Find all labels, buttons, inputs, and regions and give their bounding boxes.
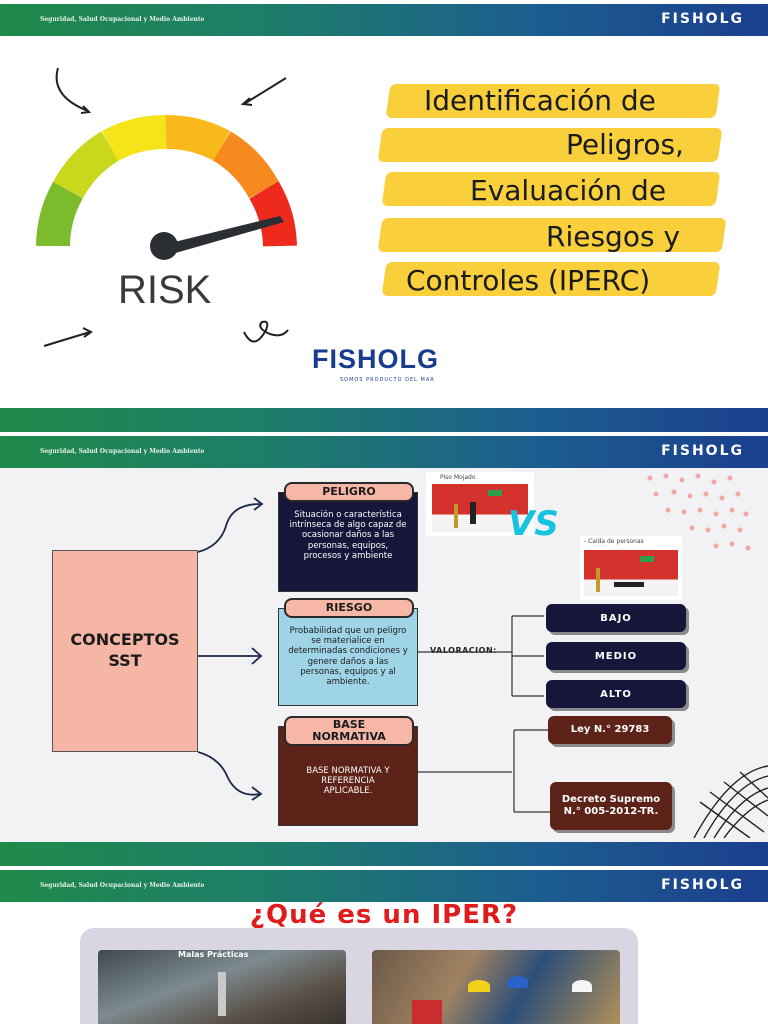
- company-logo-tagline: SOMOS PRODUCTO DEL MAR: [340, 377, 435, 383]
- header-band: Seguridad, Salud Ocupacional y Medio Amb…: [0, 4, 768, 36]
- title-line-5: Controles (IPERC): [406, 264, 651, 297]
- caida-personas-image: - Caída de personas: [580, 536, 682, 600]
- level-medio: MEDIO: [546, 642, 686, 670]
- peligro-text: Situación o característica intrínseca de…: [289, 510, 407, 561]
- header-section-text: Seguridad, Salud Ocupacional y Medio Amb…: [40, 16, 205, 23]
- law-decreto: Decreto Supremo N.° 005-2012-TR.: [550, 782, 672, 830]
- piso-mojado-scene: [432, 484, 528, 532]
- valoracion-label: VALORACION:: [430, 646, 497, 655]
- header-band: Seguridad, Salud Ocupacional y Medio Amb…: [0, 870, 768, 902]
- valoracion-bracket: [418, 615, 544, 773]
- vs-label: VS: [508, 504, 559, 544]
- header-band: Seguridad, Salud Ocupacional y Medio Amb…: [0, 436, 768, 468]
- piso-mojado-caption: Piso Mojado: [440, 474, 476, 481]
- malas-practicas-photo: Malas Prácticas: [98, 950, 346, 1024]
- title-line-2: Peligros,: [566, 128, 684, 161]
- slide-conceptos: Seguridad, Salud Ocupacional y Medio Amb…: [0, 436, 768, 866]
- connector-arrows: [197, 497, 264, 801]
- caida-personas-scene: [584, 550, 678, 596]
- decorative-dots: [647, 473, 751, 551]
- conceptos-sst-box: CONCEPTOS SST: [52, 550, 198, 752]
- title-line-1: Identificación de: [424, 84, 656, 117]
- law-29783: Ley N.° 29783: [548, 716, 672, 744]
- company-logo: FISHOLG: [312, 344, 439, 374]
- risk-gauge-illustration: [36, 67, 297, 347]
- base-normativa-text: BASE NORMATIVA Y REFERENCIA APLICABLE.: [306, 766, 390, 797]
- slide-que-es-iper: Seguridad, Salud Ocupacional y Medio Amb…: [0, 870, 768, 1024]
- caida-personas-caption: - Caída de personas: [584, 538, 644, 545]
- malas-practicas-caption: Malas Prácticas: [178, 950, 249, 959]
- decorative-lines: [693, 765, 768, 838]
- peligro-card: [278, 492, 418, 592]
- header-section-text: Seguridad, Salud Ocupacional y Medio Amb…: [40, 882, 205, 889]
- workers-photo: [372, 950, 620, 1024]
- conceptos-sst-label: CONCEPTOS SST: [70, 630, 180, 670]
- title-line-4: Riesgos y: [546, 220, 681, 253]
- riesgo-text: Probabilidad que un peligro se materiali…: [288, 626, 408, 687]
- riesgo-title: RIESGO: [284, 598, 414, 618]
- level-alto: ALTO: [546, 680, 686, 708]
- level-bajo: BAJO: [546, 604, 686, 632]
- header-brand: FISHOLG: [661, 877, 744, 893]
- gauge-label: RISK: [118, 268, 212, 312]
- header-brand: FISHOLG: [661, 443, 744, 459]
- slide-title: Seguridad, Salud Ocupacional y Medio Amb…: [0, 4, 768, 432]
- piso-mojado-image: Piso Mojado: [426, 472, 534, 536]
- peligro-title: PELIGRO: [284, 482, 414, 502]
- header-section-text: Seguridad, Salud Ocupacional y Medio Amb…: [40, 448, 205, 455]
- normativa-bracket: [513, 729, 550, 813]
- title-line-3: Evaluación de: [470, 174, 667, 207]
- footer-band: [0, 408, 768, 432]
- base-normativa-title: BASE NORMATIVA: [284, 716, 414, 746]
- footer-band: [0, 842, 768, 866]
- header-brand: FISHOLG: [661, 11, 744, 27]
- slide-title: ¿Qué es un IPER?: [249, 900, 519, 930]
- riesgo-card: [278, 608, 418, 706]
